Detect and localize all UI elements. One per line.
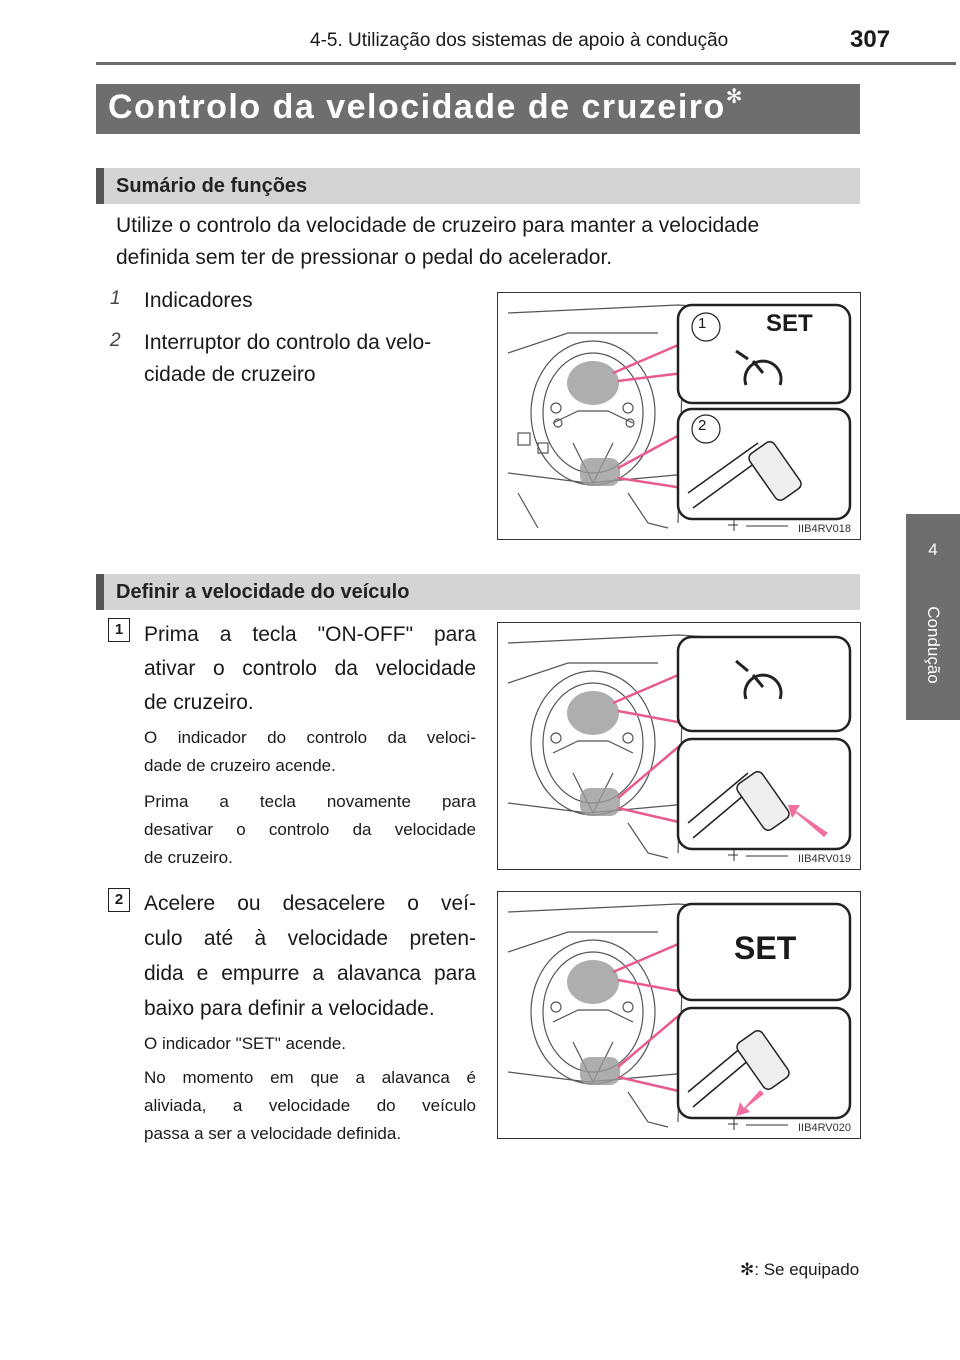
chapter-tab [906,514,960,720]
step-2-line1: Acelere ou desacelere o veí- [144,892,476,915]
header-rule [96,62,956,65]
illustration-step1: IIB4RV019 [497,622,861,870]
cruise-lever-icon-3 [687,1030,790,1108]
callout-set-text: SET [766,310,813,337]
chapter-number: 4 [928,540,938,559]
figure-code-3: IIB4RV020 [798,1122,852,1134]
step-1-note1-l1: O indicador do controlo da veloci- [144,728,476,747]
cruise-indicator-icon [735,349,783,386]
step-2-number: 2 [108,888,130,912]
step-1-number: 1 [108,618,130,642]
chapter-label: Condução [924,606,943,684]
footnote-mark: ✻ [740,1260,755,1279]
figure-code-2: IIB4RV019 [798,853,852,865]
lever-highlight [580,458,620,486]
define-heading-bar [96,574,860,610]
item-number-2: 2 [110,330,121,351]
set-indicator-text: SET [734,930,797,966]
footnote: ✻: Se equipado [740,1260,859,1280]
step-1-line2: ativar o controlo da velocidade [144,657,476,680]
push-down-arrow-icon [736,1090,764,1116]
summary-heading-bar [96,168,860,204]
indicator-highlight [567,361,619,405]
step-2-line4: baixo para definir a velocidade. [144,997,435,1020]
figure-code: IIB4RV018 [798,523,852,535]
cockpit-illustration-3 [507,902,852,1130]
cruise-lever-icon [687,441,802,509]
footnote-text: : Se equipado [754,1260,860,1279]
summary-heading: Sumário de funções [116,175,308,197]
callout-2-number: 2 [698,417,707,434]
section-header: 4-5. Utilização dos sistemas de apoio à … [310,30,729,51]
item-text-switch-l1: Interruptor do controlo da velo- [144,331,432,354]
item-number-1: 1 [110,288,121,309]
step-2-note2-l2: aliviada, a velocidade do veículo [144,1096,476,1115]
step-2-line2: culo até à velocidade preten- [144,927,476,950]
step-2-note1: O indicador "SET" acende. [144,1034,347,1053]
item-text-switch-l2: cidade de cruzeiro [144,363,316,386]
step-1-note2-l3: de cruzeiro. [144,848,233,867]
chapter-label-wrap: Condução [906,580,960,710]
step-1-line1: Prima a tecla "ON-OFF" para [144,623,476,646]
step-1-line3: de cruzeiro. [144,691,254,714]
page-title-text: Controlo da velocidade de cruzeiro [108,88,726,126]
step-1-note1-l2: dade de cruzeiro acende. [144,756,336,775]
step-2-line3: dida e empurre a alavanca para [144,962,476,985]
illustration-summary: 1 SET 2 IIB4RV018 [497,292,861,540]
equipped-mark: ✻ [725,86,745,108]
define-heading: Definir a velocidade do veículo [116,581,410,603]
cockpit-illustration [507,303,852,531]
step-2-note2-l3: passa a ser a velocidade definida. [144,1124,402,1143]
item-text-indicators: Indicadores [144,289,253,312]
cockpit-illustration-2 [507,634,852,861]
step-1-note2-l1: Prima a tecla novamente para [144,792,476,811]
cruise-lever-icon-2 [687,771,790,839]
title-bar [96,84,860,134]
summary-intro-line1: Utilize o controlo da velocidade de cruz… [116,214,760,237]
summary-intro-line2: definida sem ter de pressionar o pedal d… [116,246,613,269]
step-1-note2-l2: desativar o controlo da velocidade [144,820,476,839]
page-number: 307 [850,26,891,53]
step-2-note2-l1: No momento em que a alavanca é [144,1068,476,1087]
cruise-indicator-icon-2 [735,659,783,700]
callout-1-number: 1 [698,315,707,332]
page-title: Controlo da velocidade de cruzeiro✻ [108,86,745,127]
illustration-step2: SET IIB4RV020 [497,891,861,1139]
push-arrow-icon [788,805,828,837]
